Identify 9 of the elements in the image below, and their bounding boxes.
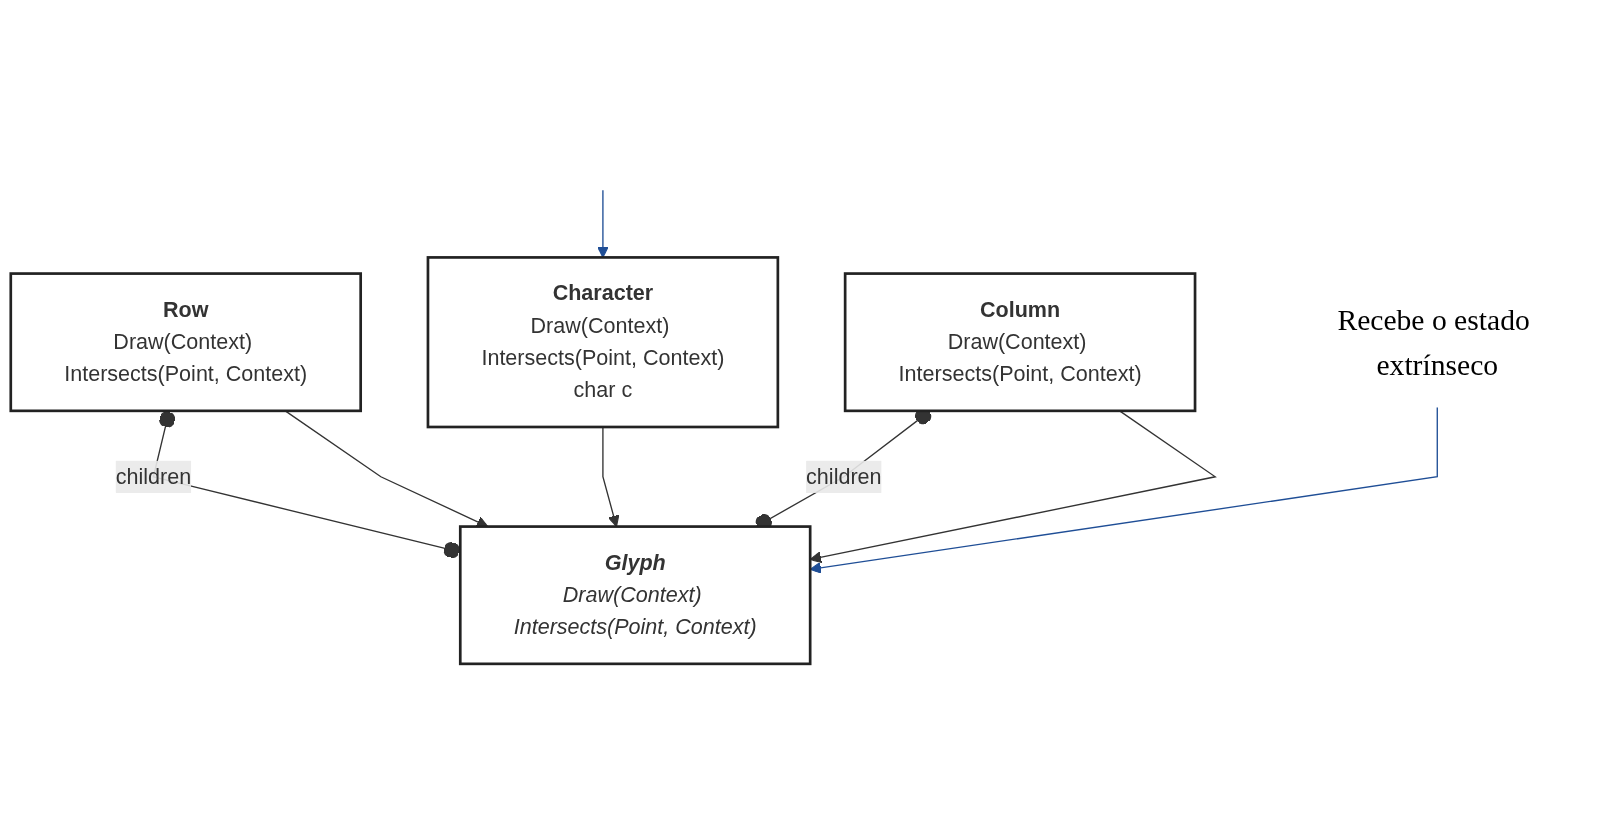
- node-box: Row Draw(Context) Intersects(Point, Context): [9, 271, 362, 412]
- node-text: Recebe o estado extrínseco: [1337, 302, 1530, 381]
- node-box: Character Draw(Context) Intersects(Point, Context) char c: [426, 255, 780, 429]
- arrow: [597, 189, 609, 258]
- node-box: Column Draw(Context) Intersects(Point, Context): [843, 271, 1197, 412]
- node-box: Glyph Draw(Context) Intersects(Point, Context): [458, 524, 812, 665]
- edge-label: children: [115, 464, 192, 488]
- arrow: [602, 426, 620, 527]
- edge-label: children: [806, 464, 882, 488]
